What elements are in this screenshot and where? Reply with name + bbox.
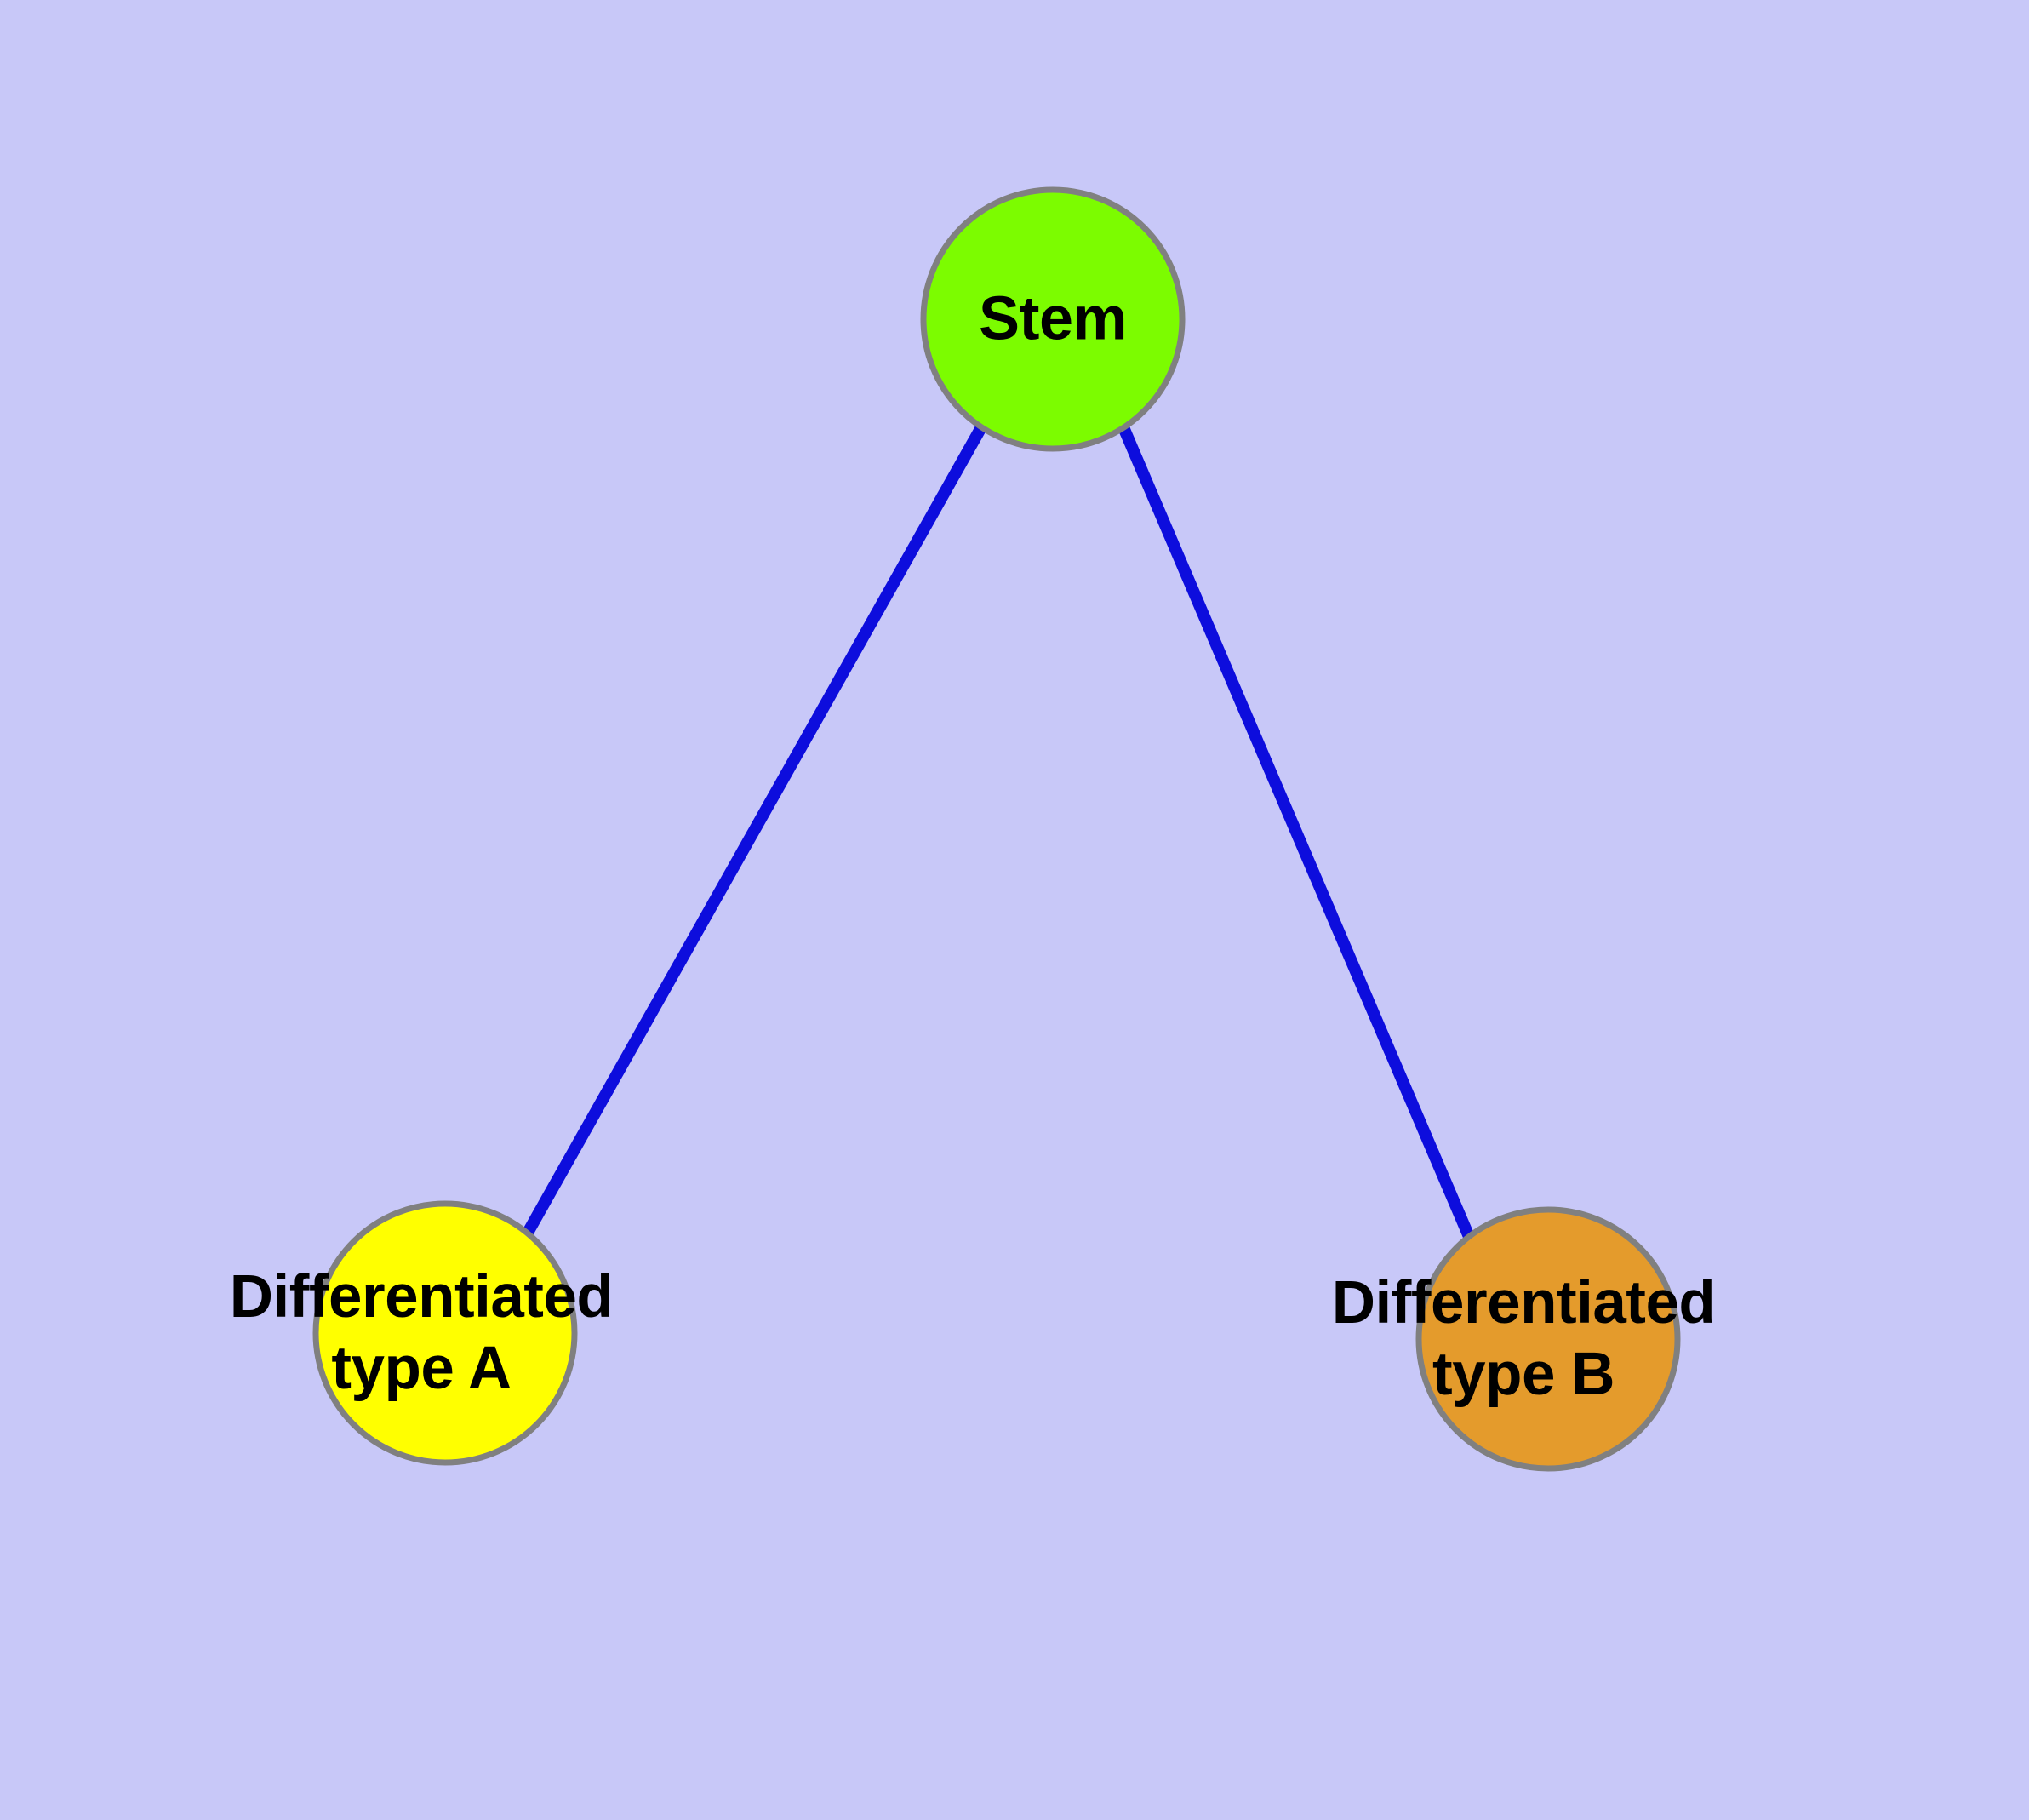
node-layer	[312, 186, 1681, 1472]
edge-stem-to-differentiated-type-a[interactable]	[522, 424, 987, 1236]
edge-stem-to-differentiated-type-b[interactable]	[1117, 425, 1476, 1241]
node-stem[interactable]	[920, 186, 1186, 452]
node-differentiated-type-a[interactable]	[312, 1200, 578, 1466]
edge-layer	[522, 424, 1476, 1241]
node-differentiated-type-b[interactable]	[1415, 1206, 1681, 1472]
